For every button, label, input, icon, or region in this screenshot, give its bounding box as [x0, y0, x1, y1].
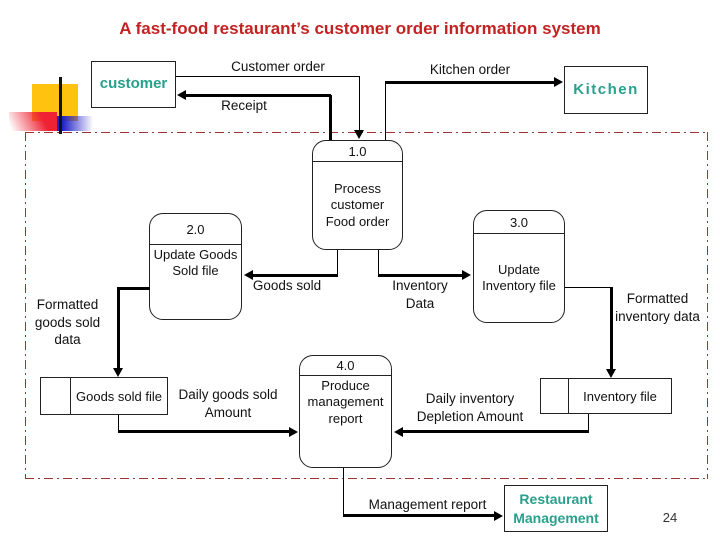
decor-red-gradient — [9, 112, 57, 131]
flow-label-receipt: Receipt — [221, 98, 267, 113]
flow-inventory-data-line-h — [378, 274, 464, 277]
flow-label-daily-goods-sold-amount: Daily goods sold Amount — [178, 387, 278, 420]
flow-customer-order-line-h — [176, 76, 360, 77]
flow-receipt-line-v — [329, 95, 332, 140]
system-boundary-left — [25, 132, 26, 479]
flow-daily-goods-sold-arrowhead — [289, 427, 298, 437]
flow-management-report-arrowhead — [494, 511, 503, 521]
system-boundary-bottom — [25, 478, 708, 479]
flow-label-customer-order: Customer order — [231, 59, 325, 74]
flow-label-management-report: Management report — [368, 497, 487, 512]
flow-daily-inventory-arrowhead — [394, 427, 403, 437]
entity-restaurant-management: Restaurant Management — [504, 485, 608, 532]
datastore-inventory-file: Inventory file — [540, 378, 672, 414]
flow-formatted-goods-sold-line-h — [117, 287, 150, 290]
entity-customer-label: customer — [99, 75, 168, 93]
datastore-goods-sold-file-label: Goods sold file — [76, 388, 162, 404]
process-3-box: 3.0 Update Inventory file — [473, 210, 565, 323]
process-1-box: 1.0 Process customer Food order — [312, 140, 403, 250]
flow-kitchen-order-arrowhead — [554, 77, 563, 87]
flow-label-formatted-goods-sold-data: Formatted goods sold data — [34, 297, 101, 348]
flow-label-kitchen-order: Kitchen order — [429, 62, 511, 77]
entity-customer: customer — [91, 61, 176, 108]
flow-management-report-line-h — [343, 514, 496, 517]
process-2-box: 2.0 Update Goods Sold file — [149, 213, 242, 320]
flow-label-inventory-data: Inventory Data — [392, 278, 448, 311]
decor-blue-gradient — [57, 116, 97, 131]
flow-label-formatted-inventory-data: Formatted inventory data — [615, 291, 700, 324]
flow-kitchen-order-line-v — [385, 82, 386, 140]
flow-goods-sold-line-v — [337, 250, 338, 276]
flow-label-goods-sold: Goods sold — [252, 278, 322, 293]
flow-inventory-data-arrowhead — [462, 270, 471, 280]
decor-black-bar — [59, 77, 62, 134]
flow-management-report-line-v — [343, 468, 344, 516]
datastore-inventory-file-id-cell — [541, 379, 569, 413]
flow-formatted-inventory-line-h — [565, 287, 612, 288]
entity-restaurant-management-label: Restaurant Management — [513, 490, 599, 526]
flow-customer-order-line-v — [359, 76, 360, 132]
process-3-number: 3.0 — [474, 211, 564, 234]
process-2-name: Update Goods Sold file — [153, 247, 238, 279]
flow-formatted-inventory-line-v — [610, 287, 613, 370]
flow-goods-sold-arrowhead — [244, 270, 253, 280]
process-4-name: Produce management report — [307, 378, 384, 426]
process-1-number: 1.0 — [313, 141, 402, 162]
datastore-goods-sold-file: Goods sold file — [40, 377, 168, 415]
flow-inventory-data-line-v — [378, 250, 379, 276]
flow-formatted-goods-sold-line-v — [117, 287, 120, 369]
slide-title: A fast-food restaurant’s customer order … — [119, 19, 601, 38]
flow-kitchen-order-line-h — [385, 81, 556, 84]
flow-goods-sold-line-h — [251, 274, 338, 277]
flow-daily-goods-sold-line-v — [118, 415, 119, 432]
flow-receipt-line-h — [182, 94, 331, 97]
flow-customer-order-arrowhead — [354, 130, 364, 139]
flow-receipt-arrowhead — [177, 90, 186, 100]
process-4-box: 4.0 Produce management report — [299, 355, 392, 468]
flow-label-daily-inventory-depletion-amount: Daily inventory Depletion Amount — [416, 391, 524, 424]
entity-kitchen: Kitchen — [564, 66, 648, 114]
flow-daily-inventory-line-v — [588, 414, 589, 432]
process-2-number: 2.0 — [150, 214, 241, 245]
datastore-inventory-file-label: Inventory file — [583, 388, 657, 404]
process-4-number: 4.0 — [300, 356, 391, 376]
flow-formatted-inventory-arrowhead — [606, 369, 616, 378]
process-3-name: Update Inventory file — [482, 261, 556, 293]
process-1-name: Process customer Food order — [325, 181, 390, 229]
flow-daily-goods-sold-line-h — [118, 430, 291, 433]
datastore-goods-sold-file-id-cell — [41, 378, 71, 414]
system-boundary-top — [25, 132, 708, 133]
entity-kitchen-label: Kitchen — [573, 80, 639, 98]
flow-daily-inventory-line-h — [401, 430, 589, 433]
system-boundary-right — [707, 132, 708, 479]
flow-formatted-goods-sold-arrowhead — [113, 368, 123, 377]
slide-page-number: 24 — [662, 510, 678, 525]
